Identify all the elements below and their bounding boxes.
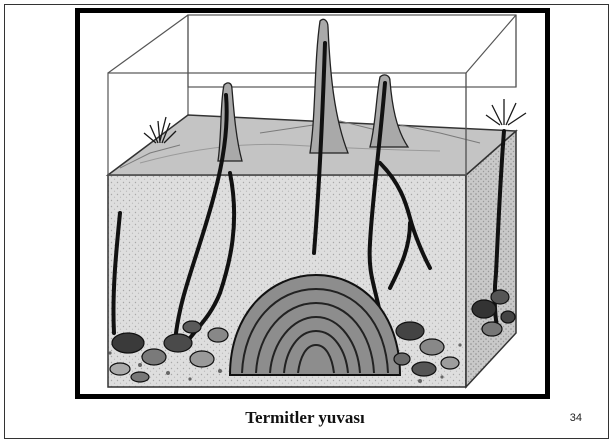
- termite-nest-illustration: [75, 8, 550, 399]
- page-number: 34: [570, 412, 582, 424]
- figure-caption: Termitler yuvası: [5, 408, 605, 428]
- soil-side: [466, 131, 516, 387]
- illustration-drawing: [80, 13, 545, 394]
- slide: Termitler yuvası 34: [4, 4, 609, 439]
- grass-tuft-right: [486, 99, 526, 125]
